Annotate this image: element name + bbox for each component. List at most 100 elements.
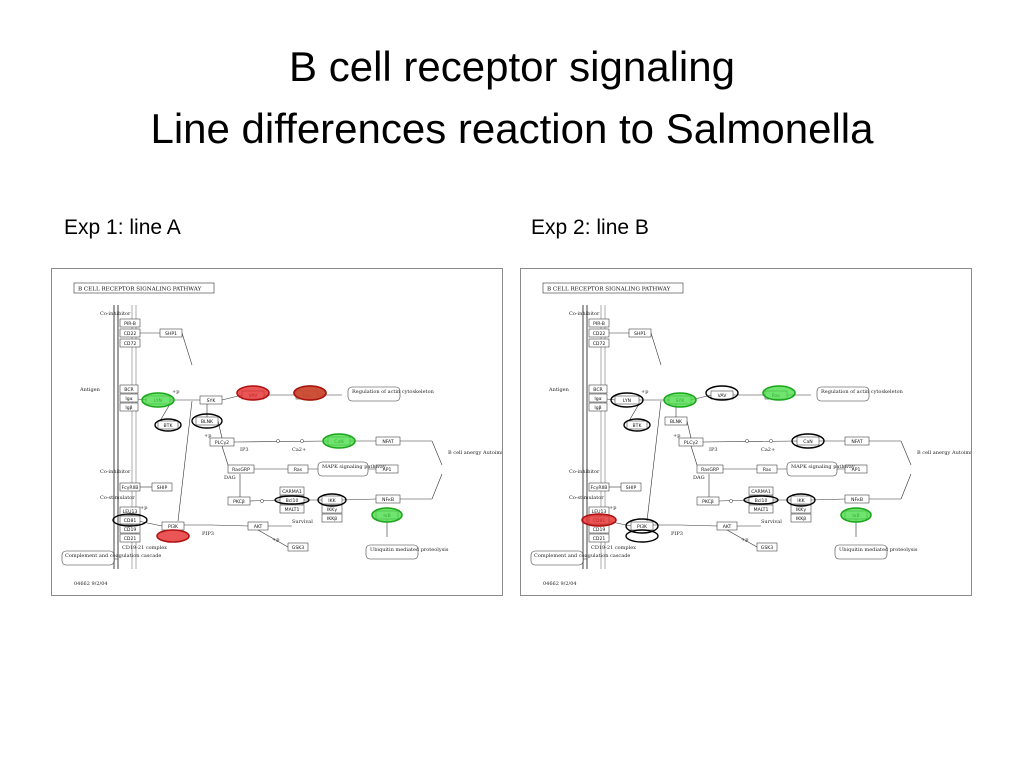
gene-label-ikkb: IKKβ — [796, 516, 806, 522]
gene-label-cd21: CD21 — [593, 536, 606, 542]
gene-label-fcgriib: FcγRIIB — [591, 485, 608, 491]
gene-box-bcr — [588, 384, 608, 394]
gene-box-gsk3 — [756, 542, 778, 552]
gene-label-pkcb: PKCβ — [702, 499, 714, 505]
connector-line — [257, 529, 289, 548]
gene-label-bcr: BCR — [593, 387, 603, 393]
outcome-text: B cell anergy Autoimmunity Anergy Immune… — [448, 450, 502, 456]
gene-label-ikk: IKK — [797, 498, 805, 504]
gene-label-cd22: CD22 — [593, 331, 606, 337]
gene-box-igα — [119, 393, 139, 403]
gene-box-ikk — [790, 495, 812, 505]
label-coinhibitor: Co-inhibitor — [100, 311, 131, 317]
gene-label-btk: BTK — [164, 423, 174, 429]
gene-label-ikkg: IKKγ — [796, 507, 806, 513]
connector-line — [686, 420, 692, 439]
pathway-id-label: 04662 9/2/04 — [74, 581, 108, 587]
label-survival: Survival — [292, 519, 313, 525]
highlight-red-pi3k-vav — [156, 529, 190, 543]
highlight-red-cd81 — [581, 513, 617, 527]
gene-box-cd72 — [588, 338, 610, 348]
gene-label-rasgrp: RasGRP — [232, 467, 250, 473]
gene-box-cd22 — [119, 328, 141, 338]
gene-label-malt1: MALT1 — [754, 507, 769, 513]
gene-label-cd81: CD81 — [124, 518, 137, 524]
gene-box-igβ — [588, 402, 608, 412]
gene-box-ikkg — [790, 504, 812, 514]
connector-line — [900, 473, 912, 500]
label-phospho-4: +p — [140, 505, 147, 511]
label-antigen: Antigen — [548, 387, 570, 393]
gene-label-akt: AKT — [254, 524, 263, 530]
label-ip3: IP3 — [709, 447, 718, 453]
highlight-outline-can — [791, 433, 825, 449]
gene-label-btk: BTK — [633, 423, 643, 429]
complement-box — [61, 550, 115, 566]
complement-label: Complement and coagulation cascade — [534, 553, 630, 559]
connector-line — [628, 403, 640, 422]
gene-label-leu13: LEU13 — [123, 509, 138, 515]
connector-line — [680, 524, 718, 527]
complement-box — [530, 550, 584, 566]
gene-label-bcr: BCR — [124, 387, 134, 393]
gene-label-cd21: CD21 — [124, 536, 137, 542]
gene-box-cd72 — [119, 338, 141, 348]
gene-box-plcg2 — [678, 437, 704, 447]
regulation-box — [347, 386, 401, 402]
gene-label-blnk: BLNK — [201, 419, 214, 425]
label-coinhibitor-2: Co-inhibitor — [569, 469, 600, 475]
gene-box-leu13 — [119, 506, 141, 516]
connector-line — [900, 440, 912, 466]
highlight-green-lyn — [141, 392, 175, 408]
label-ca2: Ca2+ — [292, 447, 306, 453]
label-phospho: +p — [172, 389, 179, 395]
gene-label-igα: Igα — [594, 396, 601, 402]
gene-label-rasgrp: RasGRP — [701, 467, 719, 473]
connector-line — [221, 445, 229, 466]
highlight-outline-bcl10 — [743, 495, 779, 505]
gene-label-ikk: IKK — [328, 498, 336, 504]
gene-label-ras: Ras — [294, 467, 303, 473]
highlight-outline-ikk — [786, 493, 816, 507]
gene-box-vav — [710, 390, 734, 400]
label-pip3: PIP3 — [671, 531, 683, 537]
pathway-title-box — [73, 282, 215, 294]
connector-line — [431, 473, 443, 500]
highlight-outline-blnk — [191, 413, 223, 429]
ubiquitin-label: Ubiquitin mediated proteolysis — [370, 547, 449, 553]
gene-label-blnk: BLNK — [670, 419, 683, 425]
label-cd19-complex: CD19-21 complex — [122, 545, 167, 551]
gene-label-pkcb: PKCβ — [233, 499, 245, 505]
highlight-outline-pi3k — [625, 518, 659, 534]
mapk-label: MAPK signaling pathway — [791, 464, 855, 470]
label-ca2: Ca2+ — [761, 447, 775, 453]
gene-box-pkcb — [696, 496, 720, 506]
gene-box-fcgriib — [119, 482, 141, 492]
label-phospho-2: +p — [204, 433, 211, 439]
gene-box-ap1 — [844, 464, 868, 474]
highlight-outline-bcl10 — [274, 495, 310, 505]
mapk-box — [317, 461, 369, 477]
label-survival: Survival — [761, 519, 782, 525]
gene-label-bcl10: Bcl10 — [755, 498, 768, 504]
gene-label-gsk3: GSK3 — [292, 545, 304, 551]
gene-label-pirb: PIR-B — [124, 321, 136, 327]
pathway-node — [260, 499, 264, 503]
gene-label-pi3k: PI3K — [168, 524, 179, 530]
gene-label-igβ: Igβ — [594, 405, 601, 411]
gene-label-shp1: SHP1 — [634, 331, 646, 337]
gene-box-carma1 — [279, 486, 305, 496]
highlight-green-ikb — [840, 507, 872, 523]
ubiquitin-label: Ubiquitin mediated proteolysis — [839, 547, 918, 553]
gene-box-btk — [157, 420, 179, 430]
highlight-outline-btk — [623, 418, 651, 432]
regulation-label: Regulation of actin cytoskeleton — [352, 389, 435, 395]
connector-line — [181, 332, 193, 366]
label-phospho: +p — [641, 389, 648, 395]
mapk-box — [786, 461, 838, 477]
gene-label-ap1: AP1 — [852, 467, 861, 473]
gene-box-ship — [151, 482, 173, 492]
gene-label-ikkb: IKKβ — [327, 516, 337, 522]
gene-label-shp1: SHP1 — [165, 331, 177, 337]
gene-label-ikkg: IKKγ — [327, 507, 337, 513]
